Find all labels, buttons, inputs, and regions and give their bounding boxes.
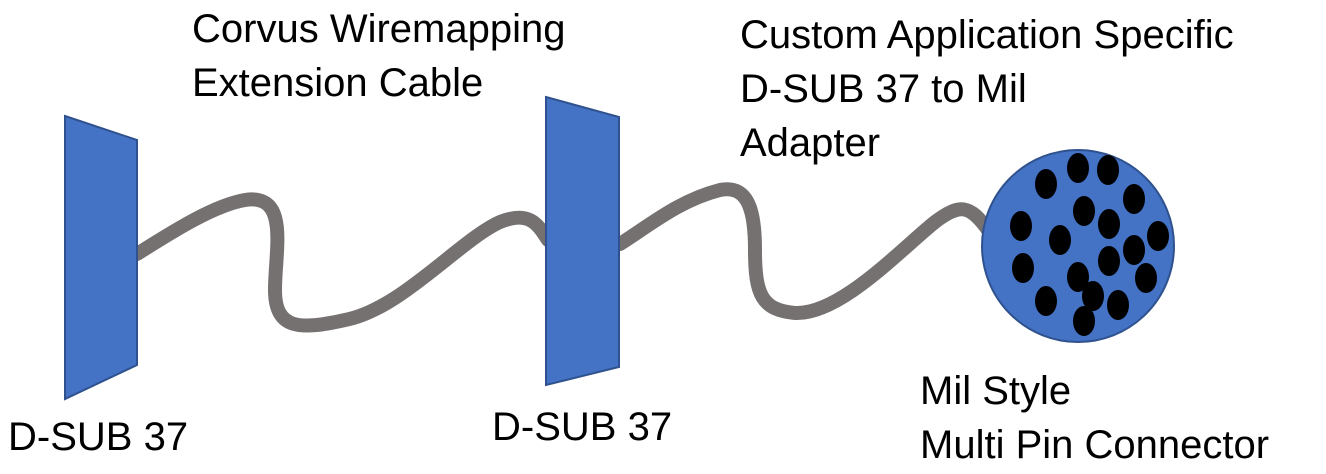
- mil-connector-label-line: Multi Pin Connector: [920, 423, 1270, 467]
- mil-connector-pins: [1010, 153, 1169, 336]
- adapter-label-line: Adapter: [740, 121, 881, 165]
- mil-pin: [1067, 153, 1089, 183]
- mil-pin: [1073, 196, 1095, 226]
- mil-pin: [1107, 290, 1129, 320]
- mil-pin: [1073, 306, 1095, 336]
- adapter-label-line: Custom Application Specific: [740, 13, 1234, 57]
- mil-pin: [1097, 155, 1119, 185]
- mil-connector-label: Mil Style Multi Pin Connector: [920, 364, 1269, 472]
- mil-pin: [1082, 281, 1104, 311]
- extension-cable-label-line: Corvus Wiremapping: [192, 7, 566, 51]
- mil-connector-label-line: Mil Style: [920, 369, 1072, 413]
- mil-pin: [1067, 262, 1089, 292]
- extension-cable-label-line: Extension Cable: [192, 61, 484, 105]
- adapter-label: Custom Application Specific D-SUB 37 to …: [740, 8, 1234, 170]
- mil-pin: [1010, 211, 1032, 241]
- dsub-left-label: D-SUB 37: [8, 410, 188, 464]
- mil-pin: [1135, 263, 1157, 293]
- mil-pin: [1012, 253, 1034, 283]
- dsub37-connector-middle: [545, 95, 620, 387]
- mil-pin: [1098, 246, 1120, 276]
- mil-pin: [1035, 286, 1057, 316]
- extension-cable-left: [130, 192, 555, 333]
- adapter-label-line: D-SUB 37 to Mil: [740, 67, 1027, 111]
- mil-pin: [1098, 209, 1120, 239]
- mil-pin: [1049, 225, 1071, 255]
- dsub-middle-label-text: D-SUB 37: [492, 405, 673, 449]
- mil-pin: [1123, 235, 1145, 265]
- dsub-left-label-text: D-SUB 37: [8, 415, 189, 459]
- mil-pin: [1035, 169, 1057, 199]
- mil-pin: [1123, 184, 1145, 214]
- extension-cable-label: Corvus Wiremapping Extension Cable: [192, 2, 565, 110]
- dsub37-connector-left: [64, 114, 138, 401]
- mil-pin: [1147, 221, 1169, 251]
- adapter-cable-right: [613, 182, 995, 320]
- dsub-middle-label: D-SUB 37: [492, 400, 672, 454]
